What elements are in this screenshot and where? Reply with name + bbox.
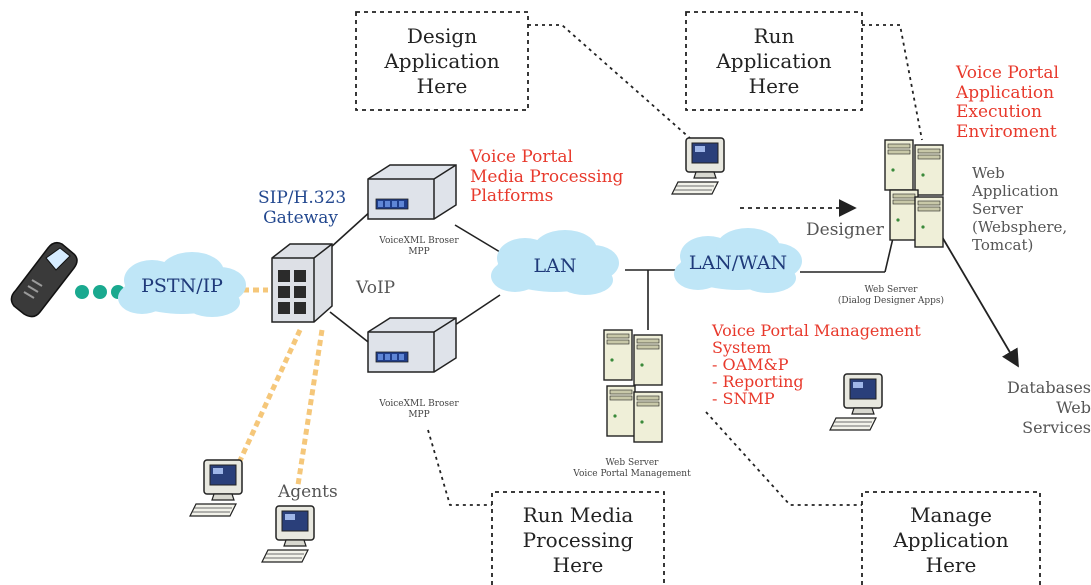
mpp1-caption: VoiceXML Broser MPP xyxy=(379,236,459,258)
mpp-platforms-label: Voice Portal Media Processing Platforms xyxy=(470,147,624,207)
run-box-label: Run Application Here xyxy=(716,24,832,98)
dotted-run xyxy=(862,24,923,141)
phone-link-dots xyxy=(75,285,125,299)
lan-cloud-label: LAN xyxy=(533,255,577,277)
web-server-dd-caption: Web Server (Dialog Designer Apps) xyxy=(837,285,945,307)
phone-icon xyxy=(10,241,78,318)
run-media-box xyxy=(491,491,665,585)
designer-label: Designer xyxy=(806,220,884,240)
manage-box-label: Manage Application Here xyxy=(893,503,1009,577)
link-mpp1-lan xyxy=(454,224,501,253)
voip-label: VoIP xyxy=(356,278,396,298)
mpp-server-icon xyxy=(367,164,457,220)
dotted-design xyxy=(528,24,693,141)
agent-link-2 xyxy=(235,328,303,467)
dotted-run-media xyxy=(427,429,492,506)
run-box xyxy=(685,11,863,111)
link-server-up xyxy=(884,237,894,273)
link-mpp2-lan xyxy=(454,294,501,326)
server-tower-icon xyxy=(884,139,944,248)
arrow-to-databases xyxy=(937,229,1019,368)
vpms-label: Voice Portal Management System - OAM&P -… xyxy=(712,321,921,409)
computer-icon xyxy=(261,505,315,563)
web-app-server-label: Web Application Server (Websphere, Tomca… xyxy=(972,164,1068,254)
databases-label: Databases Web Services xyxy=(1006,378,1091,437)
web-server-vpm-caption: Web Server Voice Portal Management xyxy=(573,458,691,480)
link-gateway-mpp1 xyxy=(329,209,373,249)
agents-label: Agents xyxy=(278,482,338,502)
mpp2-caption: VoiceXML Broser MPP xyxy=(379,399,459,421)
link-gateway-mpp2 xyxy=(329,311,373,346)
gateway-label: SIP/H.323 Gateway xyxy=(258,188,347,229)
mpp-server-icon xyxy=(367,317,457,373)
computer-icon xyxy=(671,137,725,195)
computer-icon xyxy=(189,459,243,517)
exec-env-label: Voice Portal Application Execution Envir… xyxy=(956,63,1059,142)
pstn-cloud-label: PSTN/IP xyxy=(141,275,223,297)
server-tower-icon xyxy=(603,329,663,443)
wan-cloud-label: LAN/WAN xyxy=(688,252,788,274)
agent-link-3 xyxy=(295,329,325,486)
gateway-icon xyxy=(271,243,333,323)
design-box-label: Design Application Here xyxy=(384,24,500,98)
design-box xyxy=(355,11,529,111)
run-media-box-label: Run Media Processing Here xyxy=(522,503,634,577)
